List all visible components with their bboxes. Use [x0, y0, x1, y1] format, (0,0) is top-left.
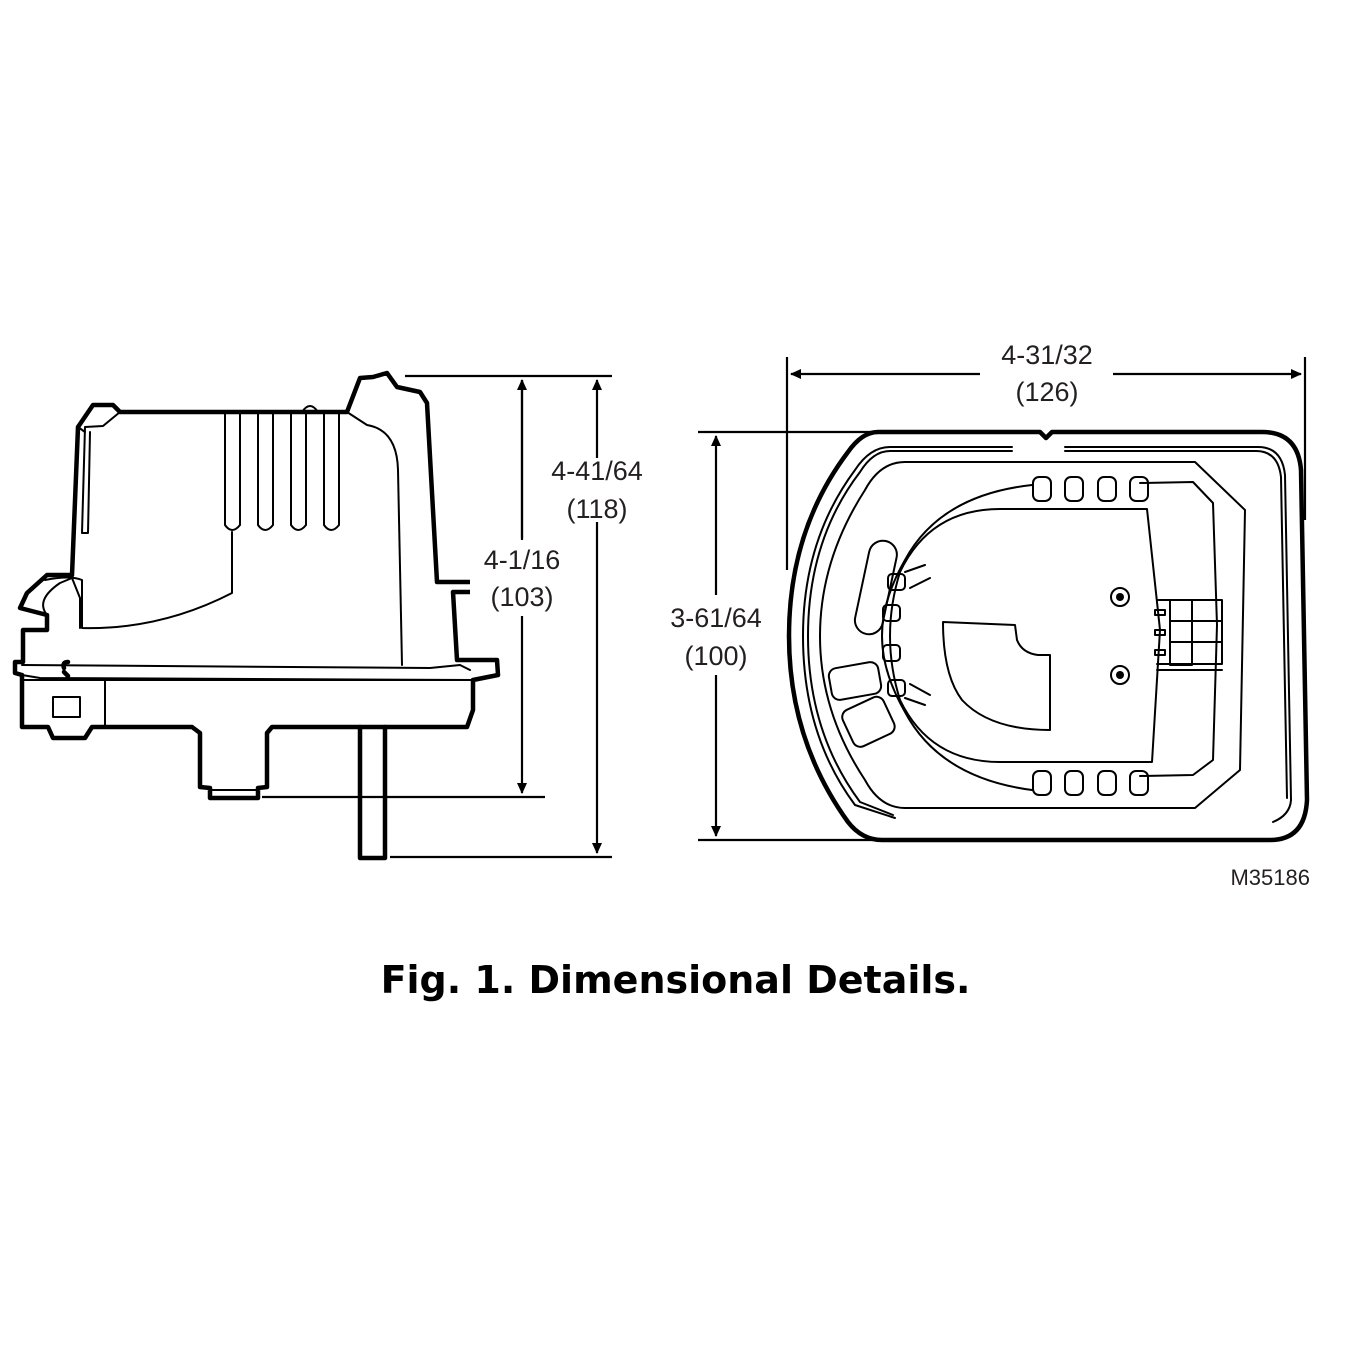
actuator-side-view	[12, 370, 501, 861]
overall-height-mm: (118)	[566, 494, 627, 524]
overall-height-inches: 4-41/64	[551, 456, 643, 486]
depth-inches: 3-61/64	[670, 603, 762, 633]
width-mm: (126)	[1015, 377, 1078, 407]
depth-mm: (100)	[684, 641, 747, 671]
body-height-mm: (103)	[490, 582, 553, 612]
top-view-dimensions	[698, 357, 1307, 842]
actuator-top-view	[786, 429, 1310, 843]
width-inches: 4-31/32	[1001, 340, 1093, 370]
side-view-dimensions	[262, 374, 612, 859]
body-height-inches: 4-1/16	[484, 545, 561, 575]
drawing-reference-code: M35186	[1230, 865, 1310, 890]
top-tabs	[1032, 476, 1149, 796]
figure-caption: Fig. 1. Dimensional Details.	[380, 958, 971, 1002]
